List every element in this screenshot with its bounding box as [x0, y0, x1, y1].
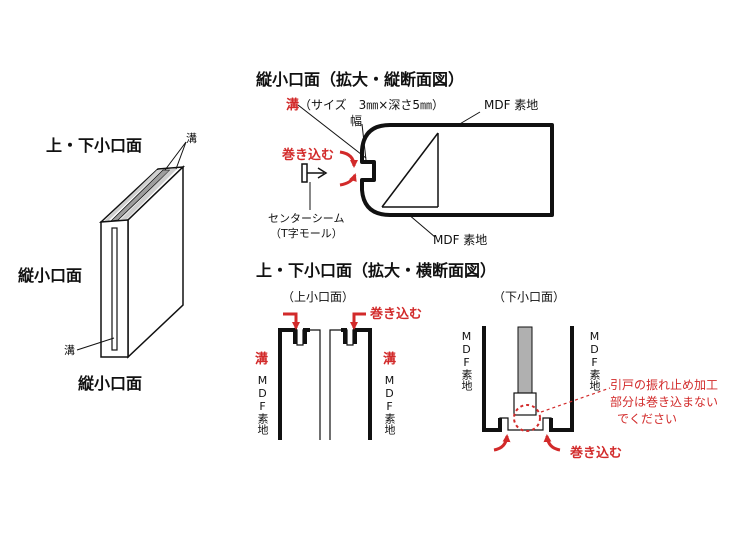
- wrap-arrow-icon: [493, 434, 511, 452]
- upper-groove-left: 溝: [255, 352, 269, 367]
- upper-mdf-left: MDF素地: [256, 374, 269, 435]
- lower-caption: （下小口面）: [493, 290, 566, 304]
- lower-mdf-left: MDF素地: [460, 330, 473, 391]
- wrap-arrow-icon: [339, 173, 357, 187]
- groove-spec: （サイズ 3㎜×深さ5㎜）: [299, 98, 444, 112]
- upper-caption: （上小口面）: [282, 290, 355, 304]
- upper-edge-section: [278, 328, 372, 440]
- lower-edge-section: [482, 326, 574, 432]
- t-mold-label-1: センターシーム: [268, 212, 345, 225]
- upper-wrap-label: 巻き込む: [370, 307, 423, 322]
- lower-note-line2: 部分は巻き込まない: [610, 395, 719, 409]
- upper-mdf-right: MDF素地: [383, 374, 396, 435]
- wrap-arrow-icon: [339, 150, 358, 168]
- vertical-section-drawing: [360, 123, 554, 217]
- lower-mdf-right: MDF素地: [588, 330, 601, 391]
- mdf-top-label: MDF 素地: [484, 98, 539, 112]
- side-groove: [111, 227, 118, 351]
- wrap-arrow-icon: [283, 312, 300, 330]
- wrap-arrow-icon: [543, 434, 561, 452]
- no-wrap-zone: [513, 404, 541, 432]
- width-label: 幅: [350, 114, 363, 128]
- groove-spec-line: 溝（サイズ 3㎜×深さ5㎜）: [286, 94, 444, 113]
- left-groove-bottom-label: 溝: [64, 344, 75, 357]
- lower-wrap-label: 巻き込む: [570, 446, 623, 461]
- t-mold-label-2: （T字モール）: [270, 227, 343, 240]
- left-bottom-label: 縦小口面: [78, 374, 143, 393]
- t-mold-icon: [301, 163, 328, 183]
- section1-title: 縦小口面（拡大・縦断面図）: [256, 70, 465, 89]
- lower-note-line3: でください: [617, 412, 678, 426]
- left-side-label: 縦小口面: [18, 266, 83, 285]
- left-groove-top-label: 溝: [186, 132, 197, 145]
- lower-note-line1: 引戸の振れ止め加工: [610, 378, 719, 392]
- section1-wrap-label: 巻き込む: [282, 148, 335, 163]
- mdf-bottom-label: MDF 素地: [433, 233, 488, 247]
- door-3d-illustration: [98, 165, 186, 359]
- left-top-label: 上・下小口面: [46, 136, 143, 155]
- upper-groove-right: 溝: [383, 352, 397, 367]
- wrap-arrow-icon: [350, 312, 366, 330]
- section2-title: 上・下小口面（拡大・横断面図）: [256, 261, 497, 280]
- groove-word: 溝: [286, 98, 300, 113]
